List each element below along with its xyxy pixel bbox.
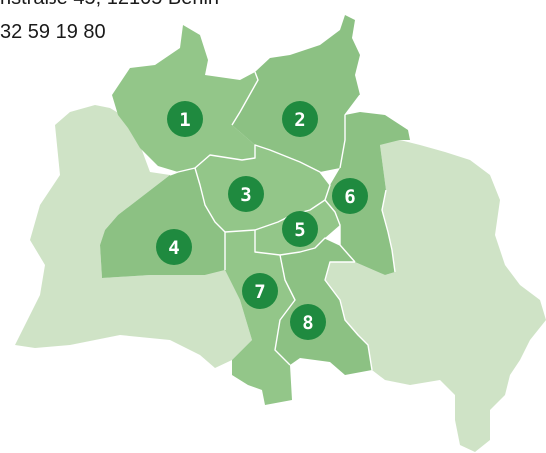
district-area-2 (232, 15, 360, 172)
district-marker-circle (332, 178, 368, 214)
outer-district-west (15, 105, 252, 368)
district-area-1 (112, 25, 258, 172)
district-marker-6[interactable]: 6 (332, 178, 368, 214)
district-marker-4[interactable]: 4 (156, 229, 192, 265)
district-number-label: 2 (294, 109, 305, 131)
district-marker-circle (282, 211, 318, 247)
phone-number: 32 59 19 80 (0, 21, 106, 43)
district-number-label: 1 (179, 109, 190, 131)
outer-district-east (325, 140, 546, 452)
district-marker-circle (228, 176, 264, 212)
district-number-label: 7 (254, 281, 265, 303)
district-number-label: 8 (302, 312, 313, 334)
district-number-label: 5 (294, 219, 305, 241)
district-marker-circle (156, 229, 192, 265)
district-number-label: 3 (240, 184, 251, 206)
district-marker-7[interactable]: 7 (242, 273, 278, 309)
outer-districts (15, 105, 546, 452)
district-number-label: 4 (168, 237, 179, 259)
district-marker-1[interactable]: 1 (167, 101, 203, 137)
district-number-label: 6 (344, 186, 355, 208)
district-marker-8[interactable]: 8 (290, 304, 326, 340)
district-marker-circle (290, 304, 326, 340)
district-area-4 (100, 168, 225, 278)
district-marker-3[interactable]: 3 (228, 176, 264, 212)
district-area-8 (275, 238, 372, 375)
district-marker-2[interactable]: 2 (282, 101, 318, 137)
address-text: nstraße 45, 12105 Berlin (0, 0, 219, 10)
district-marker-circle (242, 273, 278, 309)
district-borders (169, 71, 396, 371)
district-marker-circle (167, 101, 203, 137)
district-marker-5[interactable]: 5 (282, 211, 318, 247)
district-marker-circle (282, 101, 318, 137)
district-area-7 (225, 230, 295, 405)
district-markers: 1 2 3 4 5 6 7 8 (156, 101, 368, 340)
